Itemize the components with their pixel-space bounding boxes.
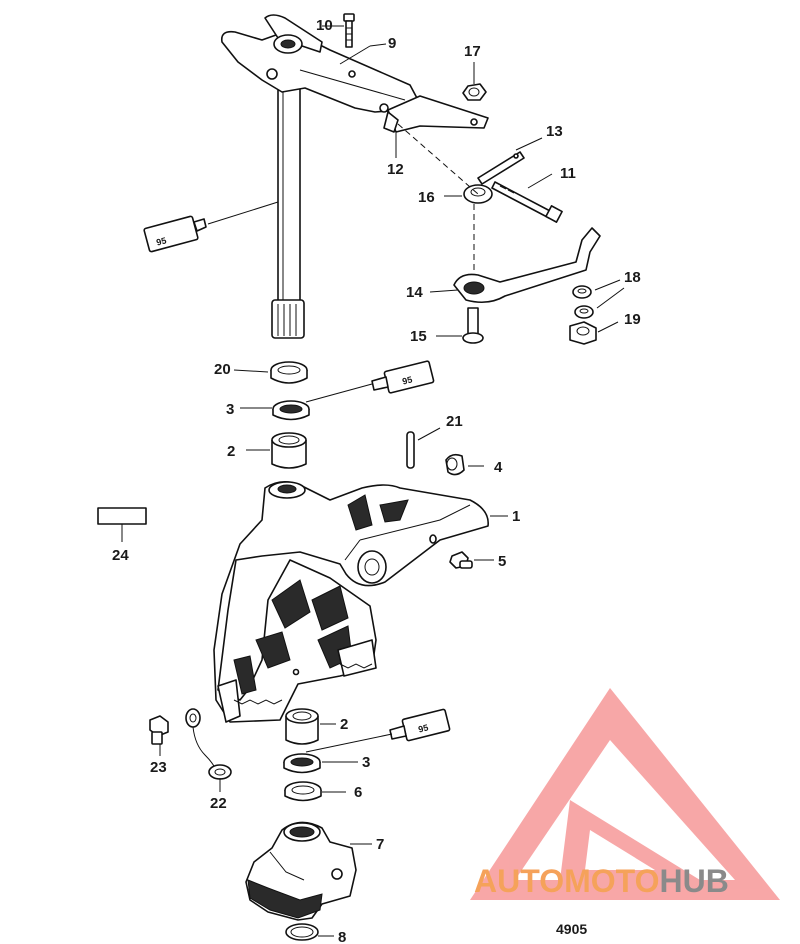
bushing-3-upper bbox=[272, 400, 310, 421]
callout-13: 13 bbox=[546, 123, 563, 140]
callout-1: 1 bbox=[512, 508, 520, 525]
tube-label-middle: 95 bbox=[401, 374, 413, 386]
nut-17 bbox=[462, 83, 487, 101]
callout-20: 20 bbox=[214, 361, 231, 378]
callout-5: 5 bbox=[498, 553, 506, 570]
callout-4: 4 bbox=[494, 459, 503, 476]
tube-label-upper: 95 bbox=[155, 235, 167, 247]
lubricant-tube-lower bbox=[389, 708, 451, 742]
callout-24: 24 bbox=[112, 547, 129, 564]
callout-3-lower: 3 bbox=[362, 754, 370, 771]
watermark-moto: MOTO bbox=[564, 863, 659, 899]
dowel-pin-21 bbox=[406, 431, 415, 469]
callout-10: 10 bbox=[316, 17, 333, 34]
callout-16: 16 bbox=[418, 189, 435, 206]
washer-16 bbox=[463, 184, 493, 204]
cap-4 bbox=[445, 453, 465, 476]
tie-link-14 bbox=[453, 227, 601, 304]
lubricant-tube-upper bbox=[143, 215, 207, 253]
decal-24 bbox=[97, 507, 147, 525]
callout-9: 9 bbox=[388, 35, 396, 52]
callout-18: 18 bbox=[624, 269, 641, 286]
callout-17: 17 bbox=[464, 43, 481, 60]
swivel-bracket-1 bbox=[213, 480, 489, 723]
callout-14: 14 bbox=[406, 284, 423, 301]
grease-fitting-5 bbox=[449, 551, 473, 569]
tube-label-lower: 95 bbox=[417, 722, 429, 734]
pivot-pin-15 bbox=[462, 307, 484, 344]
callout-8: 8 bbox=[338, 929, 346, 944]
watermark-text: AUTOMOTOHUB bbox=[474, 863, 729, 899]
callout-2-upper: 2 bbox=[227, 443, 235, 460]
callout-22: 22 bbox=[210, 795, 227, 812]
ring-6 bbox=[284, 781, 322, 802]
locknut-19 bbox=[569, 321, 597, 345]
seal-ring-20 bbox=[270, 361, 308, 384]
washers-18 bbox=[572, 285, 594, 319]
watermark-auto: AUTO bbox=[474, 863, 564, 899]
callout-3-upper: 3 bbox=[226, 401, 234, 418]
callout-6: 6 bbox=[354, 784, 362, 801]
o-ring-8 bbox=[285, 923, 319, 941]
bushing-2-upper bbox=[271, 432, 307, 469]
svg-text:AUTOMOTOHUB: AUTOMOTOHUB bbox=[474, 863, 729, 899]
callout-11: 11 bbox=[560, 165, 576, 182]
bolt-10 bbox=[343, 13, 355, 48]
steering-arm-assembly bbox=[220, 14, 419, 339]
leader-lines bbox=[121, 25, 625, 937]
bolt-23 bbox=[149, 715, 169, 745]
callout-15: 15 bbox=[410, 328, 427, 345]
figure-number: 4905 bbox=[556, 921, 587, 937]
link-bracket-12 bbox=[383, 95, 489, 133]
steering-yoke-7 bbox=[245, 821, 357, 921]
bushing-3-lower bbox=[283, 753, 321, 774]
callout-21: 21 bbox=[446, 413, 463, 430]
ground-strap-22 bbox=[185, 708, 232, 780]
bolt-11 bbox=[491, 181, 563, 223]
callout-12: 12 bbox=[387, 161, 404, 178]
watermark-logo bbox=[470, 688, 780, 900]
callout-23: 23 bbox=[150, 759, 167, 776]
lubricant-tube-middle bbox=[371, 360, 435, 394]
watermark-hub: HUB bbox=[659, 863, 728, 899]
lock-plate-13 bbox=[477, 151, 525, 185]
callout-2-lower: 2 bbox=[340, 716, 348, 733]
callout-numbers: 1 2 2 3 3 4 5 6 7 8 9 10 11 12 13 14 15 … bbox=[112, 17, 641, 944]
callout-19: 19 bbox=[624, 311, 641, 328]
bushing-2-lower bbox=[285, 708, 319, 745]
callout-7: 7 bbox=[376, 836, 384, 853]
